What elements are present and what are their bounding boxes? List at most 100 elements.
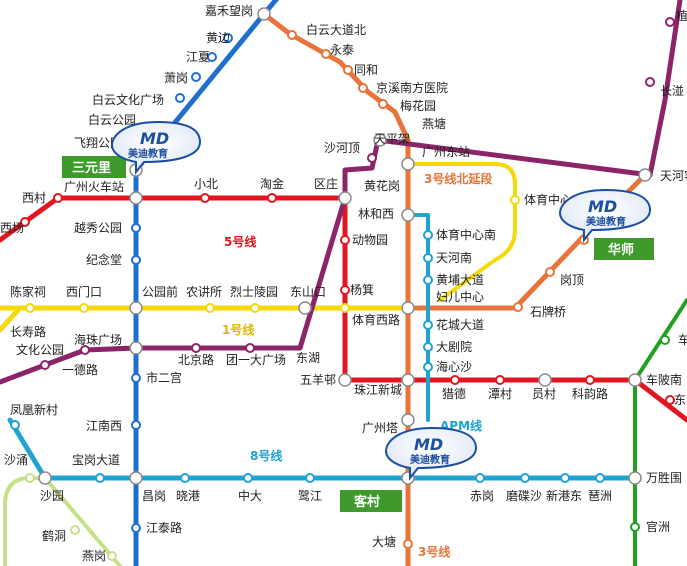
station-dot[interactable] — [107, 551, 117, 561]
station-dot[interactable] — [267, 193, 277, 203]
station-dot[interactable] — [10, 420, 20, 430]
interchange-icon[interactable] — [129, 191, 143, 205]
interchange-icon[interactable] — [298, 301, 312, 315]
interchange-icon[interactable] — [628, 471, 642, 485]
station-dot[interactable] — [340, 235, 350, 245]
station-dot[interactable] — [665, 17, 675, 27]
station-dot[interactable] — [423, 275, 433, 285]
station-dot[interactable] — [180, 473, 190, 483]
station-dot[interactable] — [131, 420, 141, 430]
sanyuanli-box[interactable]: 三元里 — [62, 156, 126, 178]
huashi-box[interactable]: 华师 — [594, 238, 654, 260]
station-dot[interactable] — [287, 30, 297, 40]
station-dots — [10, 17, 675, 561]
station-dot[interactable] — [495, 375, 505, 385]
kecun-box[interactable]: 客村 — [340, 490, 402, 512]
station-dot[interactable] — [40, 360, 50, 370]
station-label: 梅花园 — [400, 98, 436, 113]
station-dot[interactable] — [25, 473, 35, 483]
station-label: 晓港 — [176, 489, 200, 503]
station-label: 花城大道 — [436, 317, 484, 332]
station-dot[interactable] — [475, 473, 485, 483]
station-dot[interactable] — [200, 193, 210, 203]
interchange-icon[interactable] — [401, 373, 415, 387]
line-3-north-ext-route — [406, 162, 517, 302]
station-dot[interactable] — [423, 253, 433, 263]
station-dot[interactable] — [510, 195, 520, 205]
station-dot[interactable] — [95, 473, 105, 483]
station-label: 公园前 — [142, 284, 178, 299]
station-dot[interactable] — [423, 342, 433, 352]
interchange-icon[interactable] — [638, 168, 652, 182]
station-label: 东湖 — [296, 350, 320, 365]
station-dot[interactable] — [79, 303, 89, 313]
station-dot[interactable] — [560, 473, 570, 483]
station-dot[interactable] — [343, 65, 353, 75]
station-dot[interactable] — [131, 523, 141, 533]
station-dot[interactable] — [545, 267, 555, 277]
station-dot[interactable] — [403, 539, 413, 549]
station-dot[interactable] — [595, 473, 605, 483]
station-dot[interactable] — [645, 77, 655, 87]
station-dot[interactable] — [131, 373, 141, 383]
interchange-icon[interactable] — [38, 471, 52, 485]
highlight-boxes: 三元里 华师 客村 — [62, 156, 654, 512]
station-dot[interactable] — [305, 473, 315, 483]
station-dot[interactable] — [358, 83, 368, 93]
station-dot[interactable] — [321, 49, 331, 59]
interchange-icon[interactable] — [401, 157, 415, 171]
interchange-icon[interactable] — [338, 373, 352, 387]
station-dot[interactable] — [243, 473, 253, 483]
interchange-icon[interactable] — [129, 341, 143, 355]
station-dot[interactable] — [53, 193, 63, 203]
station-dot[interactable] — [340, 303, 350, 313]
station-dot[interactable] — [630, 522, 640, 532]
station-dot[interactable] — [450, 375, 460, 385]
station-dot[interactable] — [660, 335, 670, 345]
interchange-icon[interactable] — [373, 133, 387, 147]
station-label: 西场 — [0, 221, 24, 235]
interchange-icon[interactable] — [628, 373, 642, 387]
station-label: 越秀公园 — [74, 221, 122, 235]
station-dot[interactable] — [250, 303, 260, 313]
station-label: 纪念堂 — [86, 252, 122, 267]
interchange-icon[interactable] — [401, 208, 415, 222]
station-label: 农讲所 — [186, 284, 222, 299]
station-dot[interactable] — [20, 217, 30, 227]
station-dot[interactable] — [340, 285, 350, 295]
station-dot[interactable] — [513, 302, 523, 312]
station-dot[interactable] — [207, 52, 217, 62]
interchange-icon[interactable] — [129, 471, 143, 485]
brand-name: 美迪教育 — [128, 147, 168, 160]
station-label: 文化公园 — [16, 342, 64, 357]
station-dot[interactable] — [665, 395, 675, 405]
station-dot[interactable] — [367, 153, 377, 163]
station-dot[interactable] — [520, 473, 530, 483]
interchange-icon[interactable] — [401, 413, 415, 427]
interchange-icon[interactable] — [129, 301, 143, 315]
station-dot[interactable] — [191, 343, 201, 353]
station-dot[interactable] — [80, 345, 90, 355]
station-dot[interactable] — [585, 375, 595, 385]
station-dot[interactable] — [131, 223, 141, 233]
station-dot[interactable] — [423, 320, 433, 330]
station-label: 江南西 — [86, 418, 122, 433]
station-dot[interactable] — [205, 303, 215, 313]
interchange-icon[interactable] — [338, 191, 352, 205]
interchange-icon[interactable] — [538, 373, 552, 387]
station-dot[interactable] — [378, 99, 388, 109]
station-dot[interactable] — [245, 343, 255, 353]
station-dot[interactable] — [25, 303, 35, 313]
station-dot[interactable] — [70, 525, 80, 535]
interchange-icon[interactable] — [257, 7, 271, 21]
station-dot[interactable] — [175, 93, 185, 103]
station-label: 员村 — [532, 387, 556, 401]
station-label: 植物园 — [676, 8, 687, 23]
station-dot[interactable] — [191, 72, 201, 82]
station-dot[interactable] — [423, 362, 433, 372]
interchange-icon[interactable] — [401, 301, 415, 315]
station-dot[interactable] — [223, 33, 233, 43]
station-dot[interactable] — [423, 230, 433, 240]
station-dot[interactable] — [131, 255, 141, 265]
station-label: 岗顶 — [560, 273, 584, 287]
